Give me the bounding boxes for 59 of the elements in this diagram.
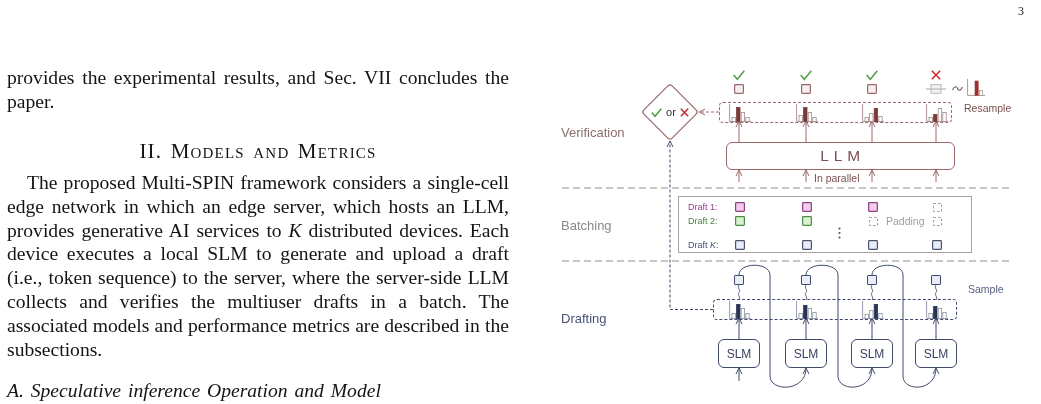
section-heading: II. Models and Metrics <box>139 140 377 164</box>
histogram-icon <box>926 301 948 319</box>
arrow <box>932 169 940 183</box>
batch-panel <box>678 196 972 253</box>
arrow <box>735 120 743 143</box>
arrow <box>932 317 940 340</box>
decision-label: or <box>666 106 676 118</box>
arrow <box>735 367 743 382</box>
histogram-icon <box>796 104 818 122</box>
histogram-icon <box>729 301 751 319</box>
model-box: SLM <box>851 339 893 368</box>
page-number: 3 <box>1018 4 1024 18</box>
sampling-connector <box>737 284 741 301</box>
curved-arrow <box>738 264 809 388</box>
histogram-icon <box>862 301 884 319</box>
row-label: Draft 1: <box>688 202 718 212</box>
model-box: SLM <box>785 339 827 368</box>
row-label: Draft 2: <box>688 216 718 226</box>
histogram-icon <box>926 104 948 122</box>
sampling-connector <box>804 284 808 301</box>
annotation-label: Sample <box>968 283 1004 295</box>
sampling-connector <box>934 284 938 301</box>
arrow <box>735 317 743 340</box>
histogram-icon <box>862 104 884 122</box>
annotation-label: In parallel <box>814 172 860 184</box>
annotation-label: Resample <box>964 102 1012 114</box>
arrow <box>868 169 876 183</box>
decision-diamond <box>641 83 699 141</box>
histogram-icon <box>729 104 751 122</box>
subsection-heading: A. Speculative inference Operation and Model <box>7 380 381 402</box>
arrow <box>802 120 810 143</box>
stage-label: Drafting <box>561 311 607 327</box>
arrow <box>868 120 876 143</box>
dashed-arrow <box>666 140 714 310</box>
row-label: Draft K: <box>688 240 719 250</box>
body-paragraph: The proposed Multi-SPIN framework considers a single-cell edge network in which an edge server, which hosts an LLM, provides generative AI services to K distributed devices. Each device executes a local SLM to generate and upload a draft (i.e., token sequence) to the server, where the server-side LLM collects and verifies the multiuser drafts in a batch. The associated models and performance metrics are described in the subsections. <box>7 171 509 362</box>
token-icon <box>801 275 811 285</box>
stage-label: Verification <box>561 125 625 141</box>
token-icon <box>734 275 744 285</box>
stage-label: Batching <box>561 218 612 234</box>
model-box: L L M <box>726 142 955 170</box>
histogram-icon <box>796 301 818 319</box>
token-icon <box>931 275 941 285</box>
model-box: SLM <box>718 339 760 368</box>
arrow <box>802 169 810 183</box>
arrow <box>735 169 743 183</box>
dashed-arrow <box>698 108 720 116</box>
model-box: SLM <box>915 339 957 368</box>
token-icon <box>867 275 877 285</box>
arrow <box>802 317 810 340</box>
arrow <box>868 317 876 340</box>
distribution-frame <box>713 299 957 320</box>
padding-label: Padding <box>886 215 925 227</box>
sampling-connector <box>870 284 874 301</box>
curved-arrow <box>871 264 939 388</box>
curved-arrow <box>805 264 875 388</box>
body-paragraph: provides the experimental results, and Sec. VII concludes the paper. <box>7 66 509 114</box>
distribution-frame <box>719 102 952 123</box>
arrow <box>932 120 940 143</box>
